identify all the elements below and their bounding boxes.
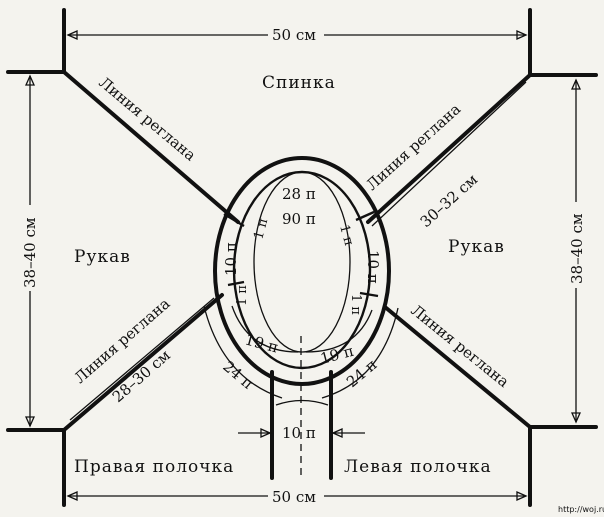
raglan-tick bbox=[223, 212, 245, 228]
garment-outline bbox=[6, 8, 598, 507]
right-height-label: 38–40 см bbox=[568, 213, 586, 284]
raglan-upper-left-label: Линия реглана bbox=[95, 73, 199, 164]
neck-inner-oval bbox=[253, 171, 351, 353]
left-sleeve-label: Рукав bbox=[74, 247, 131, 267]
right-19-arc bbox=[305, 309, 373, 353]
sleeve-right-raglan-bottom: 1 п bbox=[348, 294, 363, 315]
left-24-arc bbox=[203, 305, 283, 399]
raglan-tick bbox=[359, 291, 379, 298]
right-sleeve-label: Рукав bbox=[448, 237, 505, 257]
raglan-lower-right-label: Линия реглана bbox=[407, 301, 512, 391]
top-width-label: 50 см bbox=[272, 26, 316, 44]
left-height-label: 38–40 см bbox=[21, 217, 39, 288]
watermark-text: http://woj.ru bbox=[558, 505, 604, 514]
front-left-19-label: 19 п bbox=[243, 330, 280, 356]
sleeve-left-outer-label: 10 п bbox=[222, 242, 240, 276]
placket-label: 10 п bbox=[282, 424, 316, 442]
raglan-upper-right-size: 30–32 см bbox=[417, 170, 482, 231]
back-neck-outer-label: 28 п bbox=[282, 185, 316, 203]
raglan-tick bbox=[355, 210, 375, 222]
sleeve-left-raglan-top: 1 п bbox=[251, 217, 271, 241]
neck-outer-oval bbox=[213, 156, 391, 386]
raglan-tick bbox=[227, 280, 245, 287]
right-24-arc bbox=[321, 307, 399, 399]
sleeve-right-raglan-top: 1 п bbox=[336, 223, 356, 247]
upper-right-raglan-dim bbox=[371, 81, 527, 227]
back-neck-inner-label: 90 п bbox=[282, 210, 316, 228]
left-front-label: Левая полочка bbox=[344, 457, 492, 477]
left-outline bbox=[6, 8, 240, 507]
sleeve-left-raglan-bottom: 1 п bbox=[235, 285, 250, 306]
bottom-width-label: 50 см bbox=[272, 488, 316, 506]
right-front-label: Правая полочка bbox=[74, 457, 234, 477]
neck-bottom-arc bbox=[275, 399, 329, 406]
back-label: Спинка bbox=[262, 73, 336, 93]
right-outline bbox=[366, 8, 598, 507]
left-19-arc bbox=[231, 305, 299, 353]
sleeve-right-outer-label: 10 п bbox=[364, 250, 382, 284]
lower-left-raglan-dim bbox=[69, 297, 215, 421]
